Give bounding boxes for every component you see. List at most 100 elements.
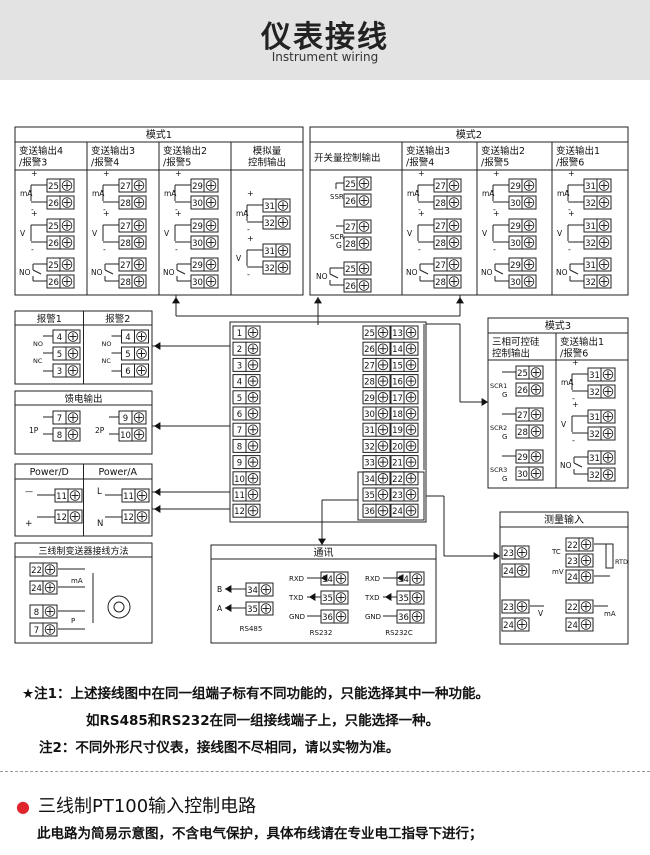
terminal-screw-icon: [405, 505, 417, 516]
arrow-icon: [154, 422, 161, 430]
power-label: N: [97, 519, 103, 529]
terminal-screw-icon: [335, 573, 347, 584]
terminal-screw-icon: [61, 237, 73, 248]
terminal-label: 6: [237, 410, 242, 420]
terminal-label: 8: [57, 431, 62, 441]
terminal-label: 5: [125, 350, 130, 360]
terminal-screw-icon: [65, 410, 81, 425]
terminal-screw-icon: [44, 606, 56, 617]
terminal-screw-icon: [377, 327, 389, 338]
terminal-label: 23: [392, 491, 403, 501]
section-title: 三线制PT100输入控制电路: [37, 796, 257, 817]
terminal-label: 4: [57, 333, 62, 343]
terminal-label: 32: [264, 219, 275, 229]
terminal-label: 32: [364, 442, 375, 452]
terminal-screw-icon: [523, 197, 535, 208]
signal-label: NO: [556, 268, 568, 277]
terminal-label: 36: [398, 613, 409, 623]
minus-label: -: [568, 205, 571, 214]
terminal-screw-icon: [61, 259, 73, 270]
terminal-label: 28: [120, 199, 131, 209]
terminal-screw-icon: [59, 178, 75, 193]
note-2: 注2：不同外形尺寸仪表，接线图不尽相同，请以实物为准。: [39, 740, 400, 756]
terminal-screw-icon: [133, 180, 145, 191]
terminal-screw-icon: [600, 409, 616, 424]
terminal-screw-icon: [133, 429, 145, 440]
terminal-screw-icon: [602, 469, 614, 480]
arrow-icon: [481, 398, 488, 406]
terminal-screw-icon: [247, 473, 259, 484]
plus-label: +: [175, 209, 182, 218]
terminal-screw-icon: [516, 547, 528, 558]
mode3-title: 模式3: [545, 319, 571, 332]
signal-label: V: [482, 229, 488, 238]
minus-label: -: [103, 205, 106, 214]
terminal-screw-icon: [44, 582, 56, 593]
wire: [176, 269, 186, 275]
terminal-label: 30: [510, 239, 521, 249]
mode2-col-header: 变送输出2: [481, 145, 525, 157]
terminal-screw-icon: [42, 604, 58, 619]
wire: [569, 269, 579, 275]
terminal-screw-icon: [377, 440, 389, 452]
terminal-label: 9: [237, 459, 242, 469]
terminal-screw-icon: [403, 406, 419, 421]
terminal-label: 18: [392, 410, 403, 420]
mode2-title: 模式2: [456, 128, 482, 141]
terminal-screw-icon: [67, 488, 83, 503]
terminal-label: 31: [589, 371, 600, 381]
terminal-screw-icon: [65, 346, 81, 361]
terminal-screw-icon: [245, 422, 261, 437]
terminal-screw-icon: [521, 195, 537, 210]
terminal-screw-icon: [600, 450, 616, 465]
minus-label: -: [572, 394, 575, 403]
feed-output-title: 馈电输出: [64, 393, 102, 405]
terminal-screw-icon: [516, 619, 528, 630]
terminal-screw-icon: [375, 341, 391, 356]
terminal-screw-icon: [136, 511, 148, 522]
terminal-screw-icon: [598, 237, 610, 248]
terminal-label: 26: [345, 282, 356, 292]
signal-label: mA: [92, 189, 105, 198]
terminal-label: 29: [510, 222, 521, 232]
minus-label: -: [418, 205, 421, 214]
terminal-label: 3: [57, 367, 62, 377]
terminal-screw-icon: [375, 503, 391, 518]
terminal-screw-icon: [448, 259, 460, 270]
terminal-screw-icon: [277, 200, 289, 211]
measurement-box: [499, 511, 629, 645]
terminal-screw-icon: [446, 218, 462, 233]
terminal-screw-icon: [67, 509, 83, 524]
terminal-screw-icon: [377, 473, 389, 484]
terminal-screw-icon: [375, 390, 391, 405]
wire: [32, 269, 42, 275]
terminal-screw-icon: [446, 235, 462, 250]
terminal-label: 22: [31, 566, 42, 576]
terminal-screw-icon: [61, 220, 73, 231]
terminal-screw-icon: [375, 357, 391, 372]
terminal-screw-icon: [59, 235, 75, 250]
mode1-col-header: 控制输出: [248, 157, 286, 169]
terminal-screw-icon: [602, 369, 614, 380]
terminal-screw-icon: [275, 260, 291, 275]
terminal-screw-icon: [514, 617, 530, 632]
terminal-label: 1: [237, 329, 242, 339]
terminal-screw-icon: [275, 198, 291, 213]
terminal-screw-icon: [245, 503, 261, 518]
terminal-screw-icon: [247, 327, 259, 338]
terminal-screw-icon: [44, 624, 56, 635]
plus-label: +: [418, 209, 425, 218]
terminal-label: 30: [192, 199, 203, 209]
terminal-screw-icon: [205, 180, 217, 191]
signal-label: NO: [33, 340, 43, 348]
mode1-col-header: /报警5: [163, 157, 191, 169]
plus-label: +: [31, 169, 38, 178]
feed-label: 1P: [29, 426, 39, 435]
terminal-label: 33: [364, 459, 375, 469]
terminal-screw-icon: [134, 488, 150, 503]
terminal-label: 24: [567, 621, 578, 631]
terminal-screw-icon: [67, 429, 79, 440]
section-description: 此电路为简易示意图，不含电气保护，具体布线请在专业电工指导下进行；: [37, 826, 483, 842]
terminal-label: 24: [31, 584, 42, 594]
section-heading: ●三线制PT100输入控制电路: [16, 792, 256, 818]
